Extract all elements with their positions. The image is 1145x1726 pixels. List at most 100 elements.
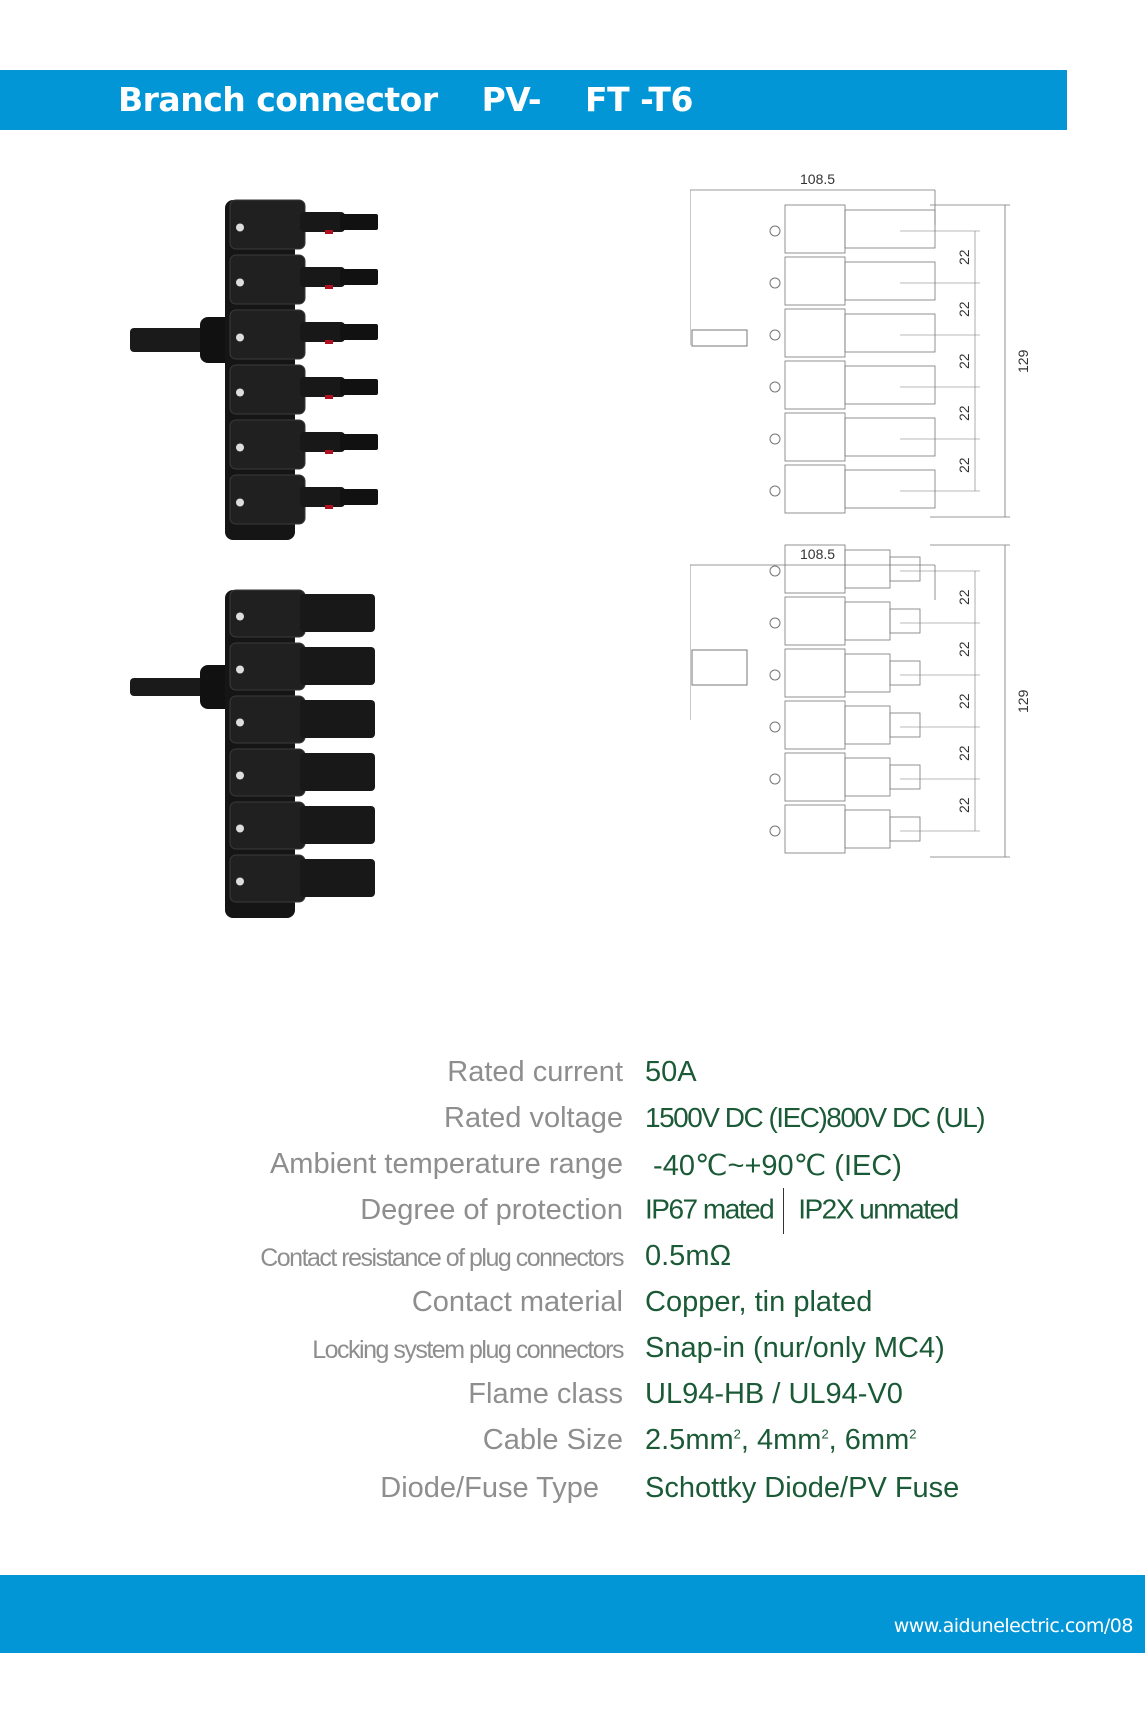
product-photo-male	[130, 199, 378, 540]
spec-value: Copper, tin plated	[645, 1286, 873, 1318]
latch-hole	[236, 388, 244, 397]
port-outline	[844, 757, 891, 797]
superscript: 2	[733, 1426, 741, 1442]
port-outline	[844, 417, 936, 457]
red-seal	[325, 450, 333, 454]
spec-value: Schottky Diode/PV Fuse	[645, 1472, 960, 1504]
latch-outline	[769, 277, 781, 289]
height-dimension: 129	[1015, 349, 1031, 373]
branch-port	[300, 647, 375, 685]
spec-label: Locking system plug connectors	[312, 1336, 624, 1364]
housing-outline	[784, 804, 846, 854]
port-outline	[844, 549, 891, 589]
branch-pin	[340, 379, 378, 395]
port-outline	[844, 469, 936, 509]
housing-outline	[784, 596, 846, 646]
port-outline	[844, 313, 936, 353]
spec-label: Ambient temperature range	[269, 1148, 623, 1180]
latch-outline	[769, 225, 781, 237]
branch-pin	[340, 489, 378, 505]
input-plug-outline	[691, 329, 748, 347]
pitch-dimension: 22	[956, 249, 972, 265]
latch-outline	[769, 721, 781, 733]
port-outline	[844, 601, 891, 641]
spec-value: -40℃~+90℃ (IEC)	[645, 1150, 902, 1182]
housing-outline	[784, 412, 846, 462]
product-photo-female	[130, 589, 375, 918]
red-seal	[325, 505, 333, 509]
spec-label: Cable Size	[482, 1424, 623, 1456]
port-outline	[844, 705, 891, 745]
red-seal	[325, 340, 333, 344]
spec-label: Rated voltage	[444, 1102, 623, 1134]
latch-outline	[769, 825, 781, 837]
latch-outline	[769, 669, 781, 681]
pitch-dimension: 22	[956, 405, 972, 421]
branch-port	[300, 322, 345, 342]
spec-value: 50A	[645, 1056, 697, 1088]
branch-port	[300, 487, 345, 507]
spec-row-flame-class: Flame class UL94-HB / UL94-V0	[0, 1374, 1145, 1418]
latch-hole	[236, 612, 244, 621]
spec-row-contact-resistance: Contact resistance of plug connectors 0.…	[0, 1236, 1145, 1280]
pitch-dimension: 22	[956, 457, 972, 473]
branch-port	[300, 267, 345, 287]
latch-hole	[236, 824, 244, 833]
latch-hole	[236, 498, 244, 507]
spec-value-unmated: IP2X unmated	[798, 1193, 959, 1225]
branch-port	[300, 700, 375, 738]
latch-hole	[236, 718, 244, 727]
latch-hole	[236, 771, 244, 780]
branch-pin	[340, 214, 378, 230]
port-outline	[844, 365, 936, 405]
pitch-dimension: 22	[956, 589, 972, 605]
spec-value: UL94-HB / UL94-V0	[645, 1378, 903, 1410]
branch-port	[300, 753, 375, 791]
housing-outline	[784, 360, 846, 410]
value-part: 2.5mm	[645, 1424, 734, 1456]
spec-value: IP67 mated IP2X unmated	[645, 1188, 959, 1234]
port-outline	[844, 809, 891, 849]
spec-value: 1500V DC (IEC)800V DC (UL)	[645, 1102, 986, 1133]
latch-outline	[769, 485, 781, 497]
footer-banner: www.aidunelectric.com/08	[0, 1575, 1145, 1653]
spec-row-rated-current: Rated current 50A	[0, 1052, 1145, 1096]
latch-outline	[769, 617, 781, 629]
housing-outline	[784, 700, 846, 750]
latch-outline	[769, 565, 781, 577]
divider	[783, 1188, 785, 1234]
spec-row-degree-of-protection: Degree of protection IP67 mated IP2X unma…	[0, 1188, 1145, 1234]
housing-outline	[784, 648, 846, 698]
spec-label: Contact resistance of plug connectors	[260, 1244, 624, 1272]
spec-value: Snap-in (nur/only MC4)	[645, 1332, 945, 1364]
pitch-dimension: 22	[956, 641, 972, 657]
port-outline	[844, 261, 936, 301]
superscript: 2	[909, 1426, 917, 1442]
spec-value-mated: IP67 mated	[645, 1193, 775, 1225]
latch-outline	[769, 433, 781, 445]
latch-hole	[236, 665, 244, 674]
spec-row-cable-size: Cable Size 2.5mm2, 4mm2, 6mm2	[0, 1420, 1145, 1464]
branch-port	[300, 212, 345, 232]
spec-label: Degree of protection	[360, 1194, 623, 1226]
branch-pin	[340, 269, 378, 285]
latch-outline	[769, 381, 781, 393]
latch-outline	[769, 773, 781, 785]
red-seal	[325, 285, 333, 289]
height-dimension: 129	[1015, 689, 1031, 713]
housing-outline	[784, 256, 846, 306]
branch-port	[300, 432, 345, 452]
latch-hole	[236, 333, 244, 342]
housing-outline	[784, 204, 846, 254]
pitch-dimension: 22	[956, 797, 972, 813]
spec-row-rated-voltage: Rated voltage 1500V DC (IEC)800V DC (UL)	[0, 1098, 1145, 1142]
housing-outline	[784, 752, 846, 802]
latch-outline	[769, 329, 781, 341]
red-seal	[325, 230, 333, 234]
superscript: 2	[821, 1426, 829, 1442]
title-banner: Branch connector PV- FT -T6	[0, 70, 1067, 130]
branch-port	[300, 594, 375, 632]
spec-row-diode-fuse-type: Diode/Fuse Type Schottky Diode/PV Fuse	[0, 1468, 1145, 1512]
